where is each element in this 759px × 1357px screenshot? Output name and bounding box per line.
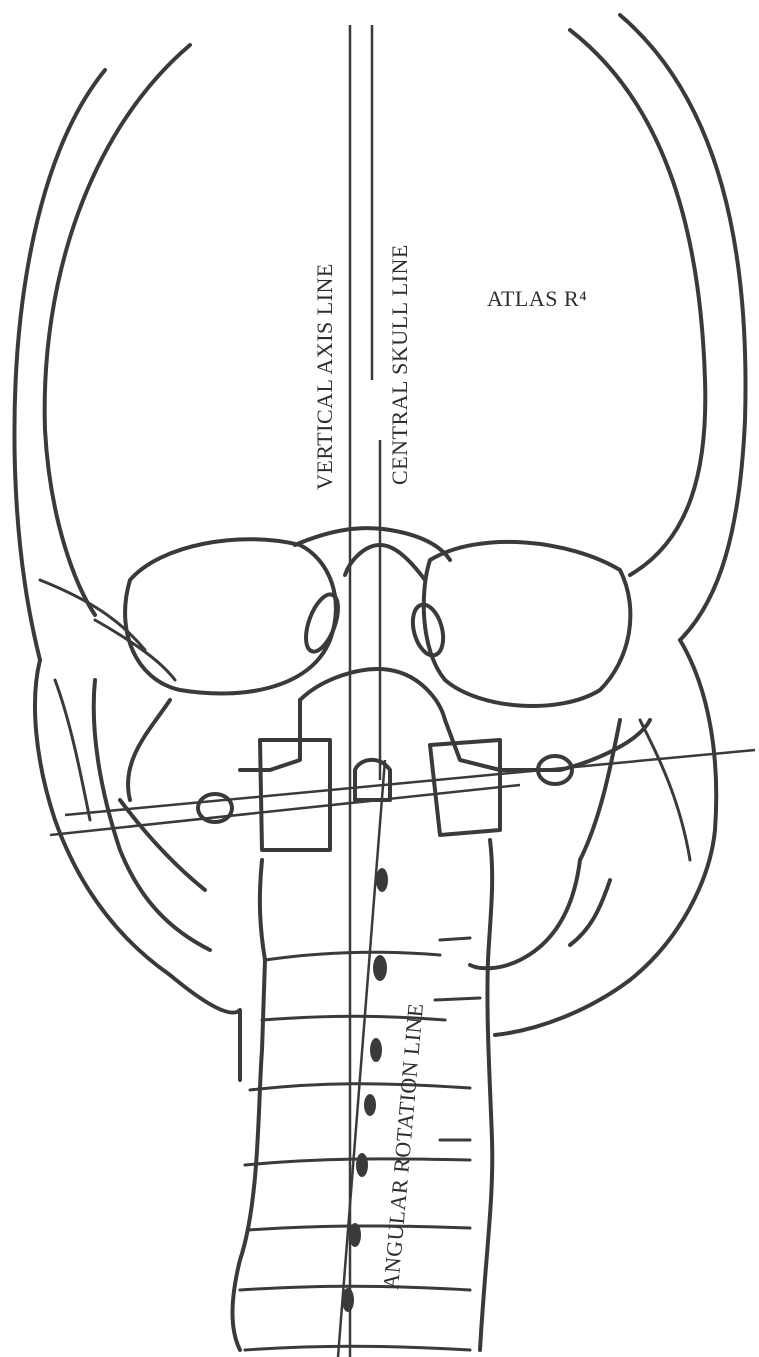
nasal-maxilla: [55, 669, 690, 890]
atlas-vertebra: [198, 740, 572, 850]
mandible: [35, 640, 716, 1080]
atlas-plane-line-upper: [65, 750, 755, 815]
central-skull-label: CENTRAL SKULL LINE: [387, 244, 412, 485]
vertical-axis-label: VERTICAL AXIS LINE: [312, 263, 337, 490]
angular-rotation-label: ANGULAR ROTATION LINE: [378, 1002, 428, 1290]
cervical-spine: [233, 840, 493, 1350]
orbits: [125, 528, 630, 706]
atlas-label: ATLAS R⁴: [487, 286, 587, 311]
